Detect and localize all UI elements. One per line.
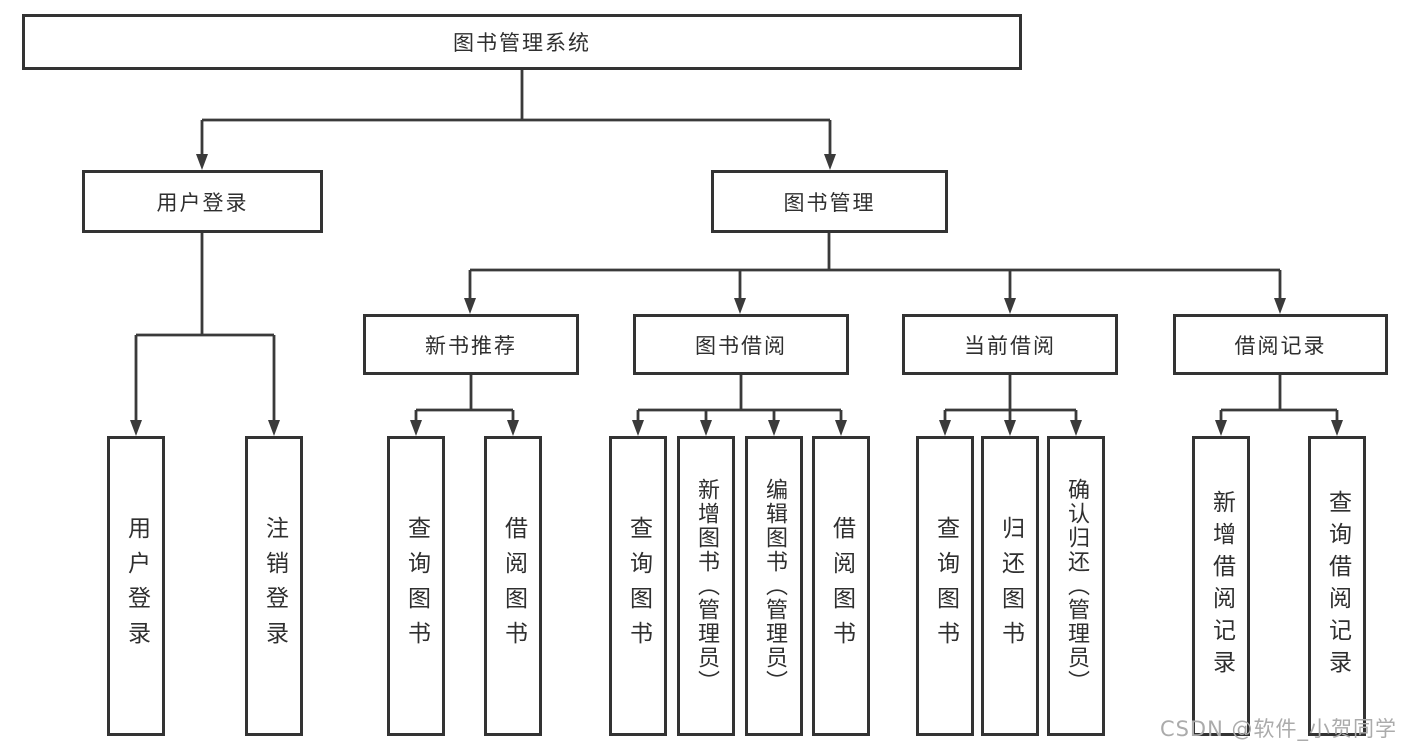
node-user-login: 用户登录 [82,170,323,233]
leaf-borrow-books: 借阅图书 [812,436,870,736]
arrowheads [130,154,1343,436]
leaf-confirm-return-admin: 确认归还（管理员） [1047,436,1105,736]
node-borrow-records: 借阅记录 [1173,314,1388,375]
node-library-management-system: 图书管理系统 [22,14,1022,70]
leaf-add-books-admin: 新增图书（管理员） [677,436,735,736]
leaf-add-borrow-record: 新增借阅记录 [1192,436,1250,736]
leaf-user-login: 用户登录 [107,436,165,736]
leaf-query-borrow-record: 查询借阅记录 [1308,436,1366,736]
leaf-query-books-recommend: 查询图书 [387,436,445,736]
csdn-watermark: CSDN @软件_小贺同学 [1159,717,1397,741]
leaf-logout: 注销登录 [245,436,303,736]
leaf-edit-books-admin: 编辑图书（管理员） [745,436,803,736]
leaf-return-books: 归还图书 [981,436,1039,736]
leaf-query-books-borrow: 查询图书 [609,436,667,736]
leaf-borrow-books-recommend: 借阅图书 [484,436,542,736]
node-current-borrow: 当前借阅 [902,314,1118,375]
leaf-query-books-current: 查询图书 [916,436,974,736]
node-new-book-recommend: 新书推荐 [363,314,579,375]
node-book-management: 图书管理 [711,170,948,233]
node-book-borrow: 图书借阅 [633,314,849,375]
